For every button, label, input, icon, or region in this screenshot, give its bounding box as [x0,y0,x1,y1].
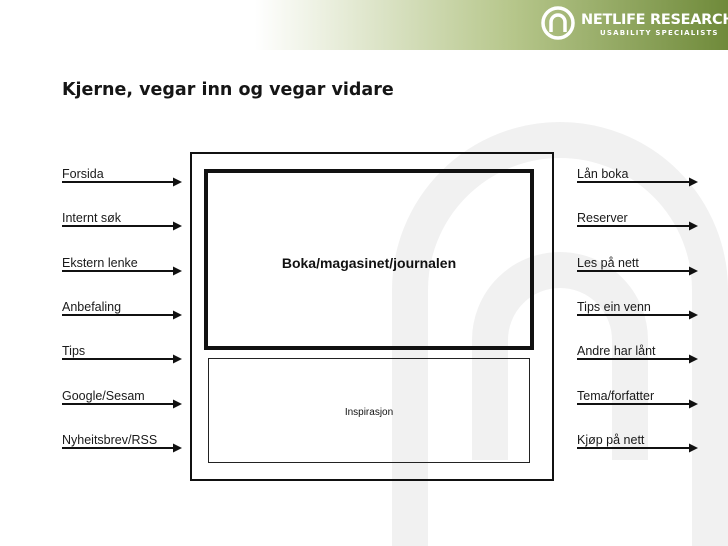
way-out-label: Andre har lånt [577,344,656,358]
page-frame-box [190,152,554,481]
way-out-label: Lån boka [577,167,629,181]
way-out-label: Les på nett [577,256,639,270]
way-in-label: Forsida [62,167,104,181]
way-out-label: Reserver [577,211,628,225]
way-in-label: Tips [62,344,86,358]
logo-subtitle: USABILITY SPECIALISTS [600,29,719,37]
way-in-label: Internt søk [62,211,122,225]
inspiration-label: Inspirasjon [344,407,394,418]
way-in-label: Google/Sesam [62,389,145,403]
netlife-logo: NETLIFE RESEARCH USABILITY SPECIALISTS [540,3,728,43]
netlife-spiral-logo-icon [541,6,575,40]
way-out-label: Kjøp på nett [577,433,645,447]
way-in-label: Nyheitsbrev/RSS [62,433,158,447]
way-in-label: Ekstern lenke [62,256,138,270]
way-out-label: Tips ein venn [577,300,651,314]
core-box: Boka/magasinet/journalen [204,169,534,350]
way-out-label: Tema/forfatter [577,389,655,403]
inspiration-box: Inspirasjon [208,358,530,463]
header-band [0,0,728,50]
logo-title: NETLIFE RESEARCH [581,12,728,28]
page-title: Kjerne, vegar inn og vegar vidare [62,80,394,100]
way-in-label: Anbefaling [62,300,122,314]
core-label: Boka/magasinet/journalen [281,255,457,271]
